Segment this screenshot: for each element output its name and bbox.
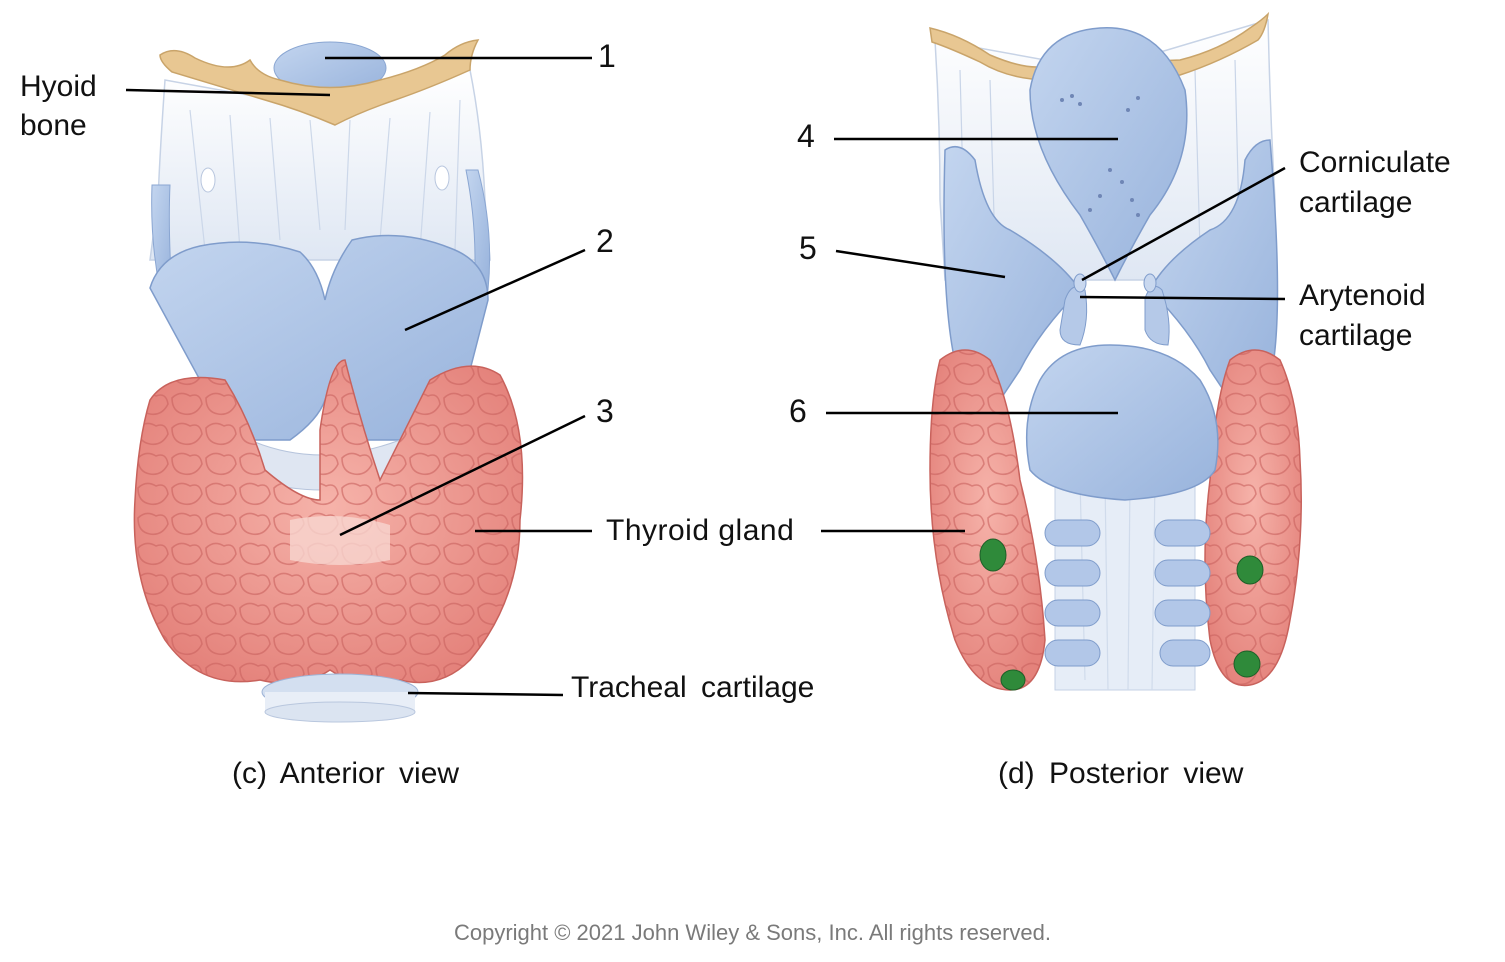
posterior-view-illustration xyxy=(929,11,1302,691)
leader-lines xyxy=(125,56,1286,697)
label-hyoid-bone-line2: bone xyxy=(20,109,87,142)
label-corniculate-line2: cartilage xyxy=(1299,186,1413,219)
thyroid-gland-anterior xyxy=(133,359,524,685)
caption-anterior-view: (c) Anterior view xyxy=(232,757,460,790)
hyoid-bone-shape xyxy=(159,39,480,126)
label-hyoid-bone-line1: Hyoid xyxy=(20,70,97,103)
copyright-notice: Copyright © 2021 John Wiley & Sons, Inc.… xyxy=(453,920,1052,945)
label-thyroid-gland: Thyroid gland xyxy=(606,514,795,547)
epiglottis xyxy=(1029,27,1188,282)
label-number-4: 4 xyxy=(797,118,815,154)
caption-posterior-view: (d) Posterior view xyxy=(998,757,1244,790)
thyroid-gland-posterior xyxy=(929,349,1302,691)
anterior-view-illustration xyxy=(133,39,524,723)
corniculate-cartilage-left xyxy=(1073,273,1087,293)
label-tracheal-cartilage: Tracheal cartilage xyxy=(571,671,815,704)
label-arytenoid-line2: cartilage xyxy=(1299,319,1413,352)
label-number-5: 5 xyxy=(799,230,817,266)
thyroid-cartilage-posterior xyxy=(943,145,1081,404)
label-number-2: 2 xyxy=(596,223,614,259)
cricoid-cartilage xyxy=(1025,344,1219,501)
parathyroid-glands xyxy=(979,538,1264,691)
hyoid-bone-posterior xyxy=(929,11,1270,81)
corniculate-cartilage-right xyxy=(1143,273,1157,293)
label-number-6: 6 xyxy=(789,393,807,429)
label-corniculate-line1: Corniculate xyxy=(1299,146,1451,179)
arytenoid-cartilage-left xyxy=(1059,286,1088,346)
thyroid-cartilage xyxy=(149,234,489,441)
label-number-1: 1 xyxy=(598,38,616,74)
label-arytenoid-line1: Arytenoid xyxy=(1299,279,1426,312)
label-number-3: 3 xyxy=(596,393,614,429)
